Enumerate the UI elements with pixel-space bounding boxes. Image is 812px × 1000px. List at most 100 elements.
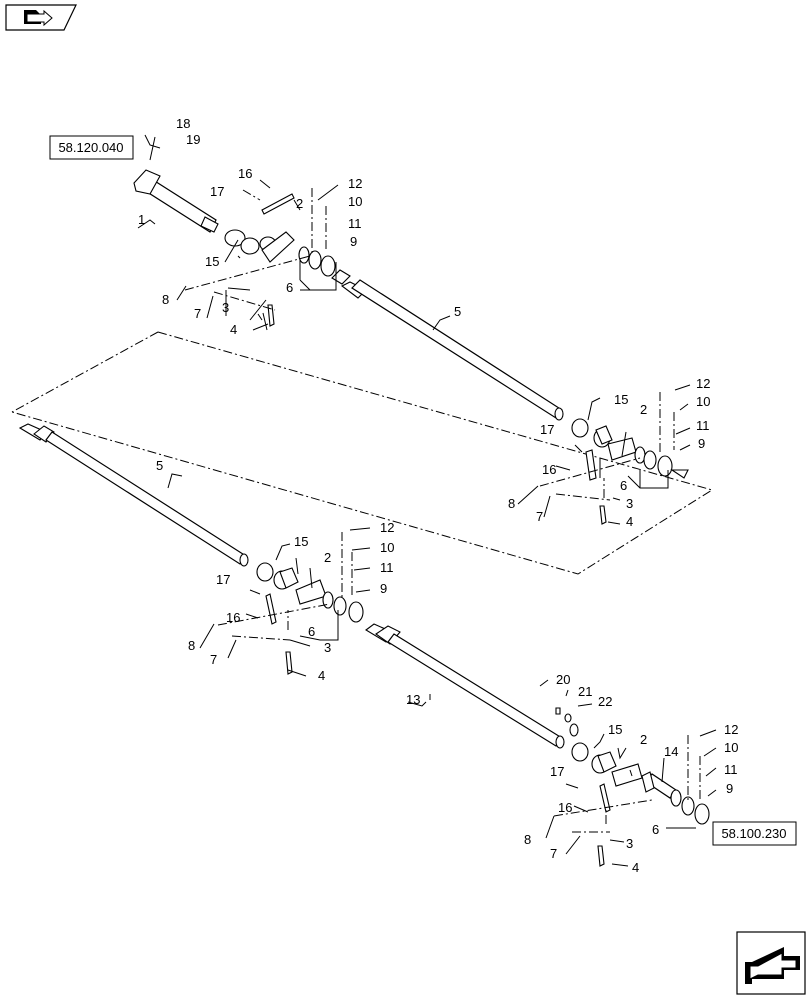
callout-label: 11 [348,216,362,231]
reference-box-2[interactable]: 58.100.230 [712,821,797,846]
bushing-15-c [256,562,299,590]
callout-label: 9 [726,781,733,796]
arm-2-a [261,231,295,263]
washer-d2 [681,796,695,816]
reference-label-2: 58.100.230 [721,826,786,841]
washer-c2 [333,596,347,616]
callout-label: 7 [210,652,217,667]
bushing-15-a [224,229,277,255]
callout-label: 16 [226,610,240,625]
ring-22 [569,723,579,737]
callout-label: 10 [724,740,738,755]
next-arrow-icon [745,947,800,984]
callout-label: 17 [550,764,564,779]
callout-label: 7 [536,509,543,524]
group-3 [18,423,371,677]
callout-label: 2 [296,196,303,211]
callout-label: 7 [550,846,557,861]
callout-label: 3 [222,300,229,315]
washer-d3 [694,803,710,825]
pin-16-b [585,449,597,481]
pin-16-a [261,193,295,215]
callout-label: 16 [542,462,556,477]
pin-16-c [265,593,277,625]
group-2 [517,384,691,525]
callout-label: 16 [238,166,252,181]
callout-label: 15 [614,392,628,407]
callout-label: 1 [138,212,145,227]
callout-label: 3 [324,640,331,655]
assembly-outline [11,331,714,575]
bolt-4-b [599,505,607,525]
callout-label: 15 [608,722,622,737]
callout-label: 12 [380,520,394,535]
shaft-13 [365,623,565,749]
callout-label: 8 [162,292,169,307]
bushing-15-d [571,742,617,774]
callout-label: 3 [626,836,633,851]
arm-2-c [295,579,327,605]
callout-label: 12 [696,376,710,391]
callout-label: 17 [210,184,224,199]
group-1 [133,134,564,421]
washer-a1 [298,246,310,264]
callout-label: 22 [598,694,612,709]
callout-label: 17 [216,572,230,587]
callout-label: 11 [724,762,738,777]
callout-label: 2 [640,732,647,747]
callout-label: 16 [558,800,572,815]
washer-c1 [322,591,334,609]
shaft-5-a [331,269,564,421]
bushing-15-b [571,418,613,448]
callout-label: 11 [696,418,710,433]
callout-label: 6 [652,822,659,837]
callout-label: 6 [308,624,315,639]
callout-label: 8 [188,638,195,653]
callout-label: 6 [286,280,293,295]
bolt-4-d [597,845,605,867]
top-nav-button[interactable] [5,4,77,31]
callout-label: 8 [508,496,515,511]
callout-label: 4 [626,514,633,529]
shaft-14 [641,771,677,799]
bolt-4-c [285,651,293,675]
reference-box-1[interactable]: 58.120.040 [49,135,134,160]
callout-label: 2 [640,402,647,417]
callout-label: 13 [406,692,420,707]
callout-label: 4 [318,668,325,683]
callout-label: 18 [176,116,190,131]
callout-label: 21 [578,684,592,699]
book-arrow-icon [24,9,53,27]
washer-d1 [670,789,682,807]
reference-label-1: 58.120.040 [58,140,123,155]
callout-label: 15 [205,254,219,269]
callout-label: 19 [186,132,200,147]
callout-label: 5 [454,304,461,319]
callout-label: 11 [380,560,394,575]
washer-c3 [348,601,364,623]
callout-label: 20 [556,672,570,687]
callout-label: 9 [698,436,705,451]
callout-label: 15 [294,534,308,549]
callout-label: 10 [348,194,362,209]
callout-label: 8 [524,832,531,847]
arm-2-b [607,437,637,461]
washer-a2 [308,250,322,270]
bolt-4-a [267,304,275,327]
callout-label: 3 [626,496,633,511]
washer-b3 [657,455,673,477]
callout-label: 10 [696,394,710,409]
callout-label: 2 [324,550,331,565]
callout-label: 12 [348,176,362,191]
shaft-1 [133,169,219,233]
washer-a3 [320,255,336,277]
shaft-5-b [18,423,249,567]
callout-label: 14 [664,744,678,759]
callout-label: 12 [724,722,738,737]
callout-label: 4 [632,860,639,875]
arm-2-d [611,763,643,787]
callout-label: 17 [540,422,554,437]
bottom-nav-button[interactable] [736,931,806,995]
callout-label: 7 [194,306,201,321]
